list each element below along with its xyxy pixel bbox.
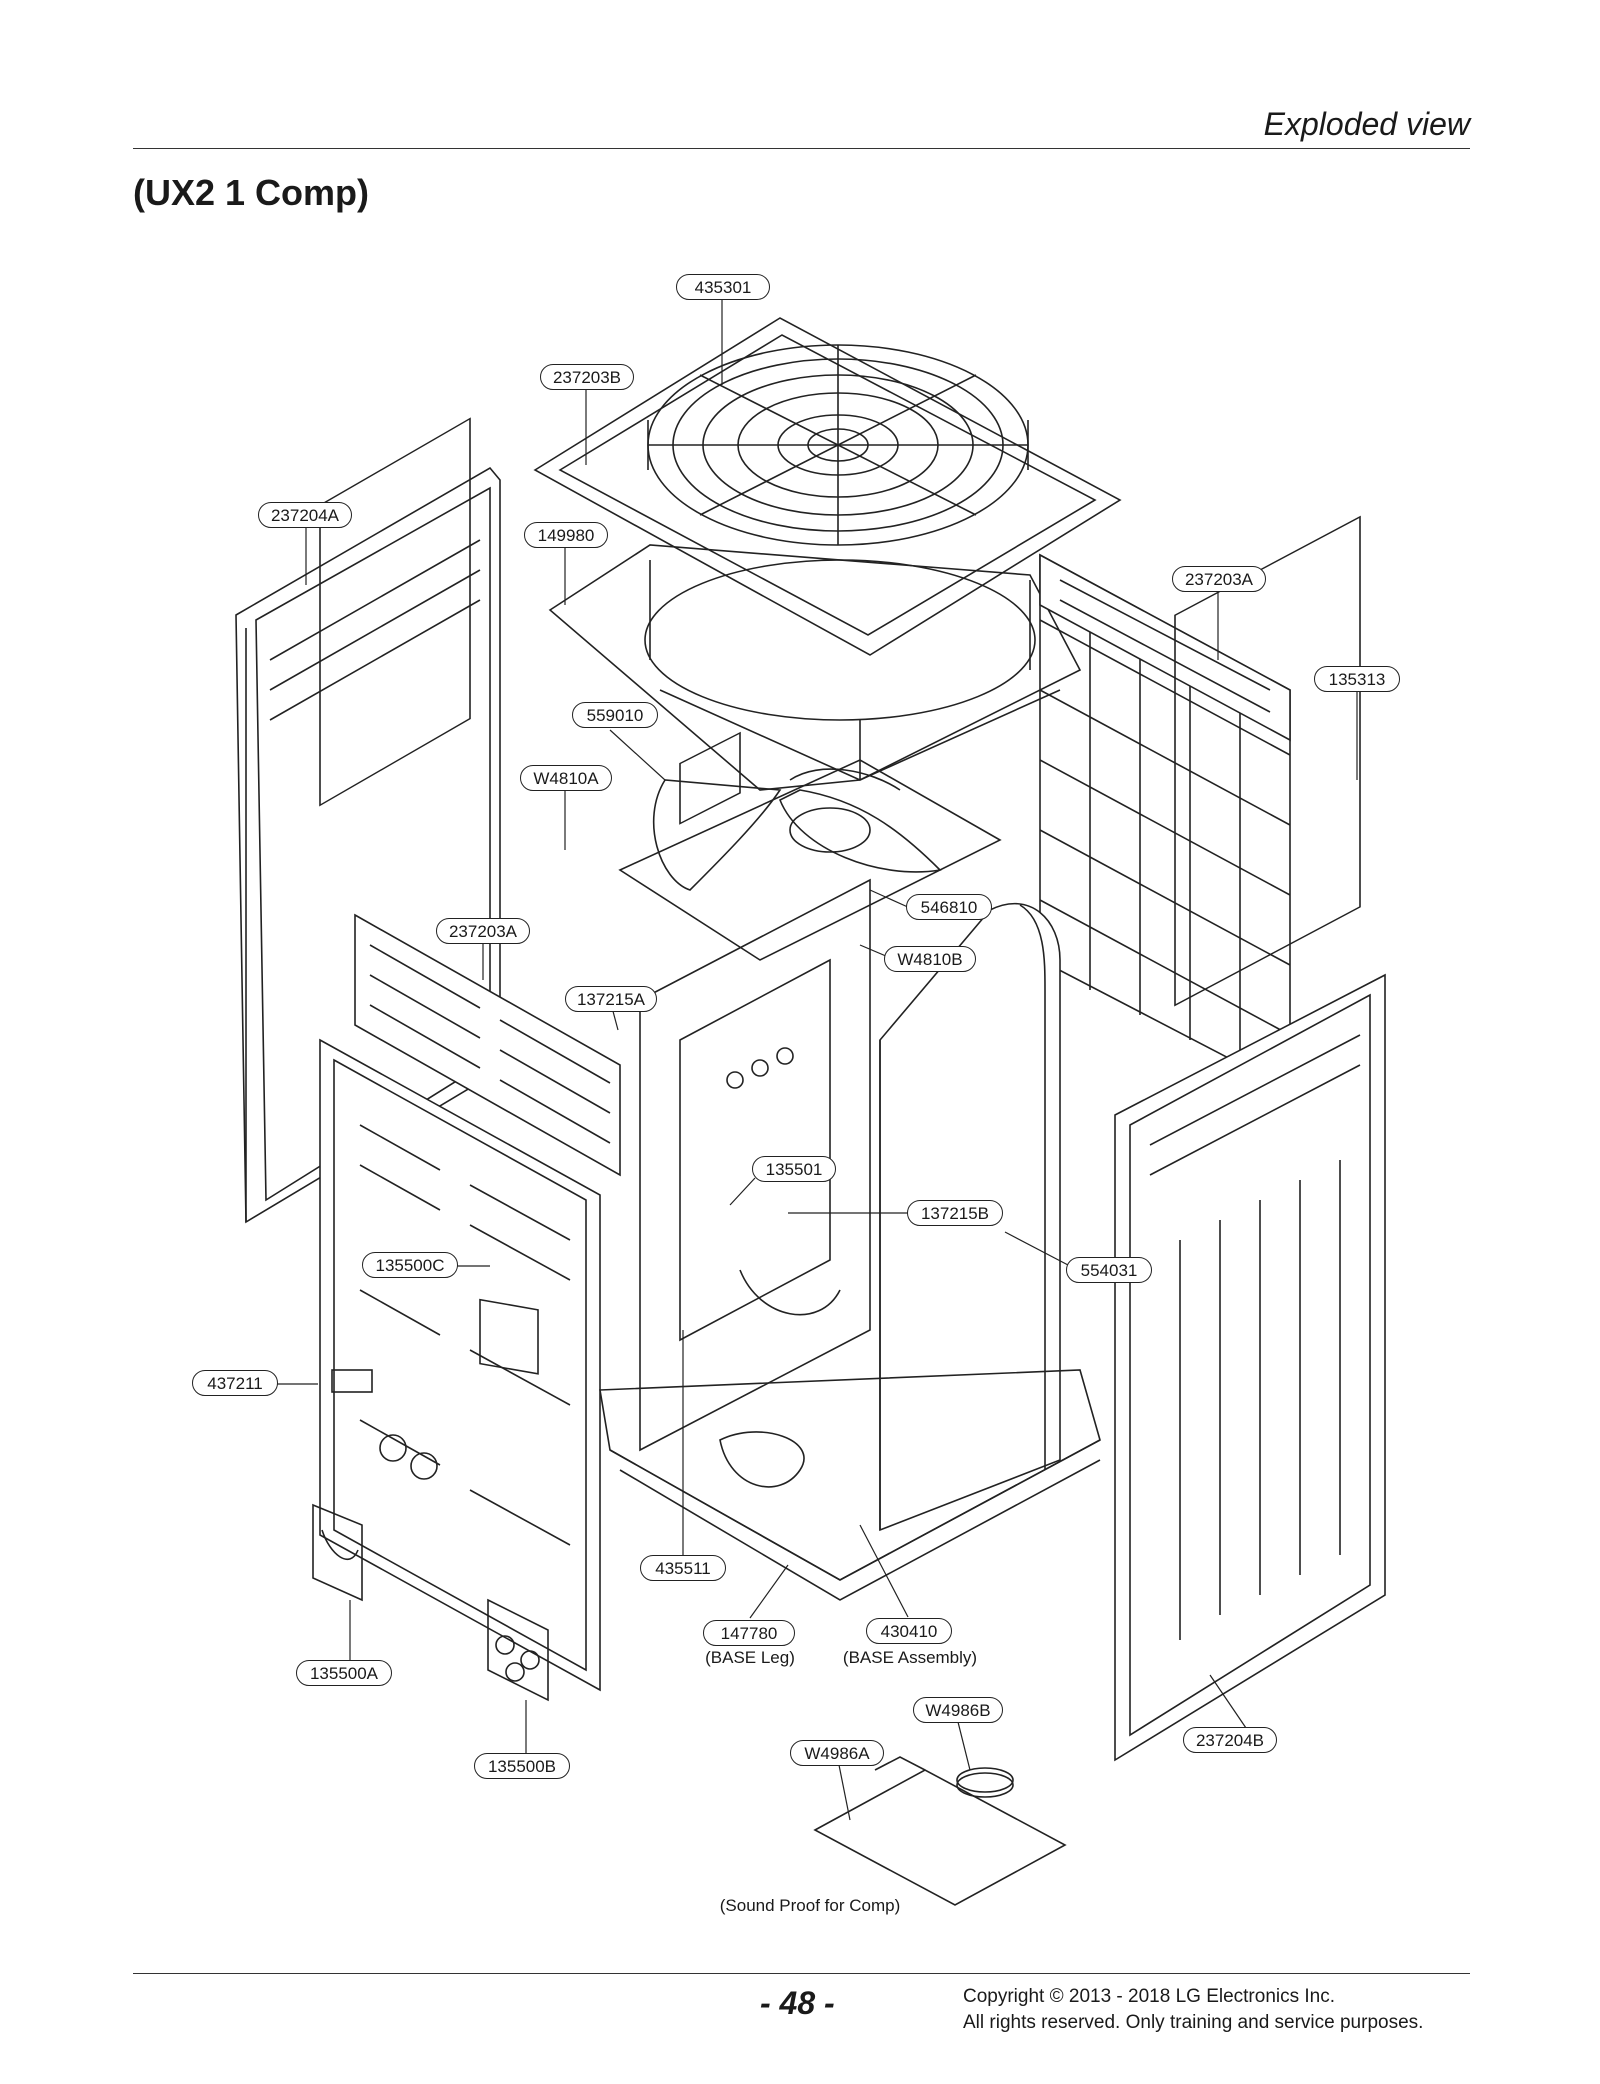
- part-label: 554031: [1066, 1257, 1152, 1283]
- base-assembly-caption: (BASE Assembly): [842, 1648, 978, 1667]
- part-label: 237204A: [258, 502, 352, 528]
- sound-proof: [813, 1756, 1067, 1906]
- part-label: 237203A: [1172, 566, 1266, 592]
- part-label: 137215B: [907, 1200, 1003, 1226]
- section-title: Exploded view: [1263, 106, 1470, 142]
- part-label: W4810A: [520, 765, 612, 791]
- sound-proof-caption: (Sound Proof for Comp): [719, 1896, 901, 1915]
- part-label: 135500B: [474, 1753, 570, 1779]
- part-label: W4810B: [884, 946, 976, 972]
- front-panel: [319, 1038, 601, 1692]
- part-label: 135500C: [362, 1252, 458, 1278]
- part-label: 437211: [192, 1370, 278, 1396]
- right-wire-guard: [1039, 553, 1291, 1092]
- page-number: - 48 -: [760, 1985, 835, 2021]
- part-label: 435301: [676, 274, 770, 300]
- base-leg-caption: (BASE Leg): [705, 1648, 795, 1667]
- fan-blade: [652, 768, 942, 891]
- fan-shroud: [548, 544, 1082, 791]
- copyright-line-2: All rights reserved. Only training and s…: [963, 2012, 1424, 2033]
- copyright-line-1: Copyright © 2013 - 2018 LG Electronics I…: [963, 1986, 1336, 2007]
- base-assembly: [599, 1369, 1101, 1601]
- copyright: Copyright © 2013 - 2018 LG Electronics I…: [963, 1984, 1423, 2036]
- part-label: 137215A: [565, 986, 657, 1012]
- service-covers: [312, 1503, 549, 1702]
- part-label: 559010: [572, 702, 658, 728]
- header-rule: [133, 148, 1470, 149]
- part-label: 135500A: [296, 1660, 392, 1686]
- part-label: 237203B: [540, 364, 634, 390]
- leader-lines: [276, 298, 1358, 1821]
- part-label: W4986A: [790, 1740, 884, 1766]
- part-label: 237204B: [1183, 1727, 1277, 1753]
- part-label: 546810: [906, 894, 992, 920]
- part-label: 135501: [752, 1156, 836, 1182]
- part-label: 147780: [703, 1620, 795, 1646]
- part-label: 149980: [524, 522, 608, 548]
- part-label: W4986B: [913, 1697, 1003, 1723]
- right-side-panel: [1114, 515, 1386, 1762]
- inner-frame: [618, 731, 1002, 1452]
- page-title: (UX2 1 Comp): [133, 172, 370, 213]
- footer-rule: [133, 1973, 1470, 1974]
- front-top-panel: [354, 913, 621, 1177]
- part-label: 135313: [1314, 666, 1400, 692]
- part-label: 435511: [640, 1555, 726, 1581]
- part-label: 237203A: [436, 918, 530, 944]
- part-label: 430410: [866, 1618, 952, 1644]
